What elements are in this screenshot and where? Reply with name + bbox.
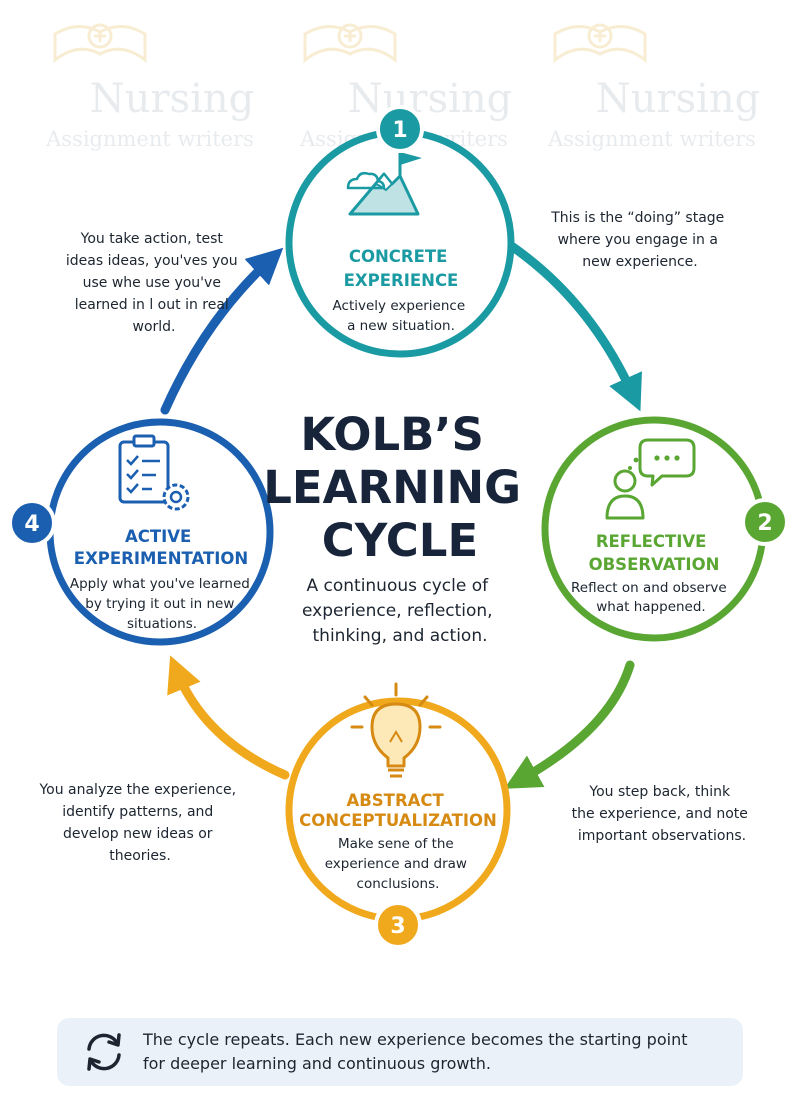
stage-3-side-text: You analyze the experience, identify pat…: [38, 782, 240, 864]
stage-4-side-text: You take action, test ideas ideas, you'v…: [66, 231, 242, 335]
stage-3-number: 3: [390, 914, 405, 939]
stage-4-number-badge: 4: [8, 499, 56, 547]
watermark-tagline: Assignment writers: [45, 127, 254, 151]
footer-line-2: for deeper learning and continuous growt…: [143, 1054, 491, 1073]
arrow-stage1-to-stage2: [505, 240, 642, 412]
stage-1-title: CONCRETE EXPERIENCE: [344, 247, 459, 290]
stage-4-description: Apply what you've learned by trying it o…: [70, 576, 254, 632]
watermark-brand: Nursing: [90, 76, 255, 122]
mountain-flag-icon: [346, 152, 422, 216]
stage-2-description: Reflect on and observe what happened.: [571, 580, 731, 615]
arrow-stage4-to-stage1: [160, 247, 284, 415]
arrow-stage3-to-stage4: [167, 655, 290, 780]
stage-2-side-text: You step back, think the experience, and…: [572, 784, 753, 844]
stage-1-number-badge: 1: [376, 105, 424, 153]
stage-2-number: 2: [757, 511, 772, 536]
footer-line-1: The cycle repeats. Each new experience b…: [143, 1030, 688, 1049]
main-title: KOLB’S LEARNING CYCLE: [263, 408, 537, 567]
stage-3-number-badge: 3: [374, 901, 422, 949]
stage-2-title: REFLECTIVE OBSERVATION: [589, 532, 720, 574]
stage-4-title: ACTIVE EXPERIMENTATION: [74, 527, 248, 568]
watermark: Nursing Nursing Nursing Assignment write…: [45, 23, 761, 151]
clipboard-gear-icon: [118, 434, 190, 511]
footer-banner: The cycle repeats. Each new experience b…: [57, 1018, 743, 1086]
person-speech-bubble-icon: [605, 438, 696, 520]
watermark-logo-2: [303, 23, 397, 64]
stage-3-title: ABSTRACT CONCEPTUALIZATION: [299, 791, 497, 830]
footer-text: The cycle repeats. Each new experience b…: [143, 1028, 703, 1076]
stage-1-side-text: This is the “doing” stage where you enga…: [550, 210, 729, 270]
watermark-brand: Nursing: [596, 76, 761, 122]
watermark-brand: Nursing: [348, 76, 513, 122]
subtitle: A continuous cycle of experience, reflec…: [302, 576, 498, 646]
stage-2-number-badge: 2: [741, 498, 789, 546]
cycle-arrows-icon: [87, 1033, 121, 1071]
watermark-tagline: Assignment writers: [547, 127, 756, 151]
stage-1-description: Actively experience a new situation.: [333, 298, 470, 334]
stage-3-description: Make sene of the experience and draw con…: [325, 836, 472, 892]
stage-1-number: 1: [392, 118, 407, 143]
lightbulb-icon: [350, 682, 442, 778]
watermark-logo-1: [53, 23, 147, 64]
arrow-stage2-to-stage3: [504, 660, 635, 789]
watermark-logo-3: [553, 23, 647, 64]
stage-4-number: 4: [24, 512, 39, 537]
